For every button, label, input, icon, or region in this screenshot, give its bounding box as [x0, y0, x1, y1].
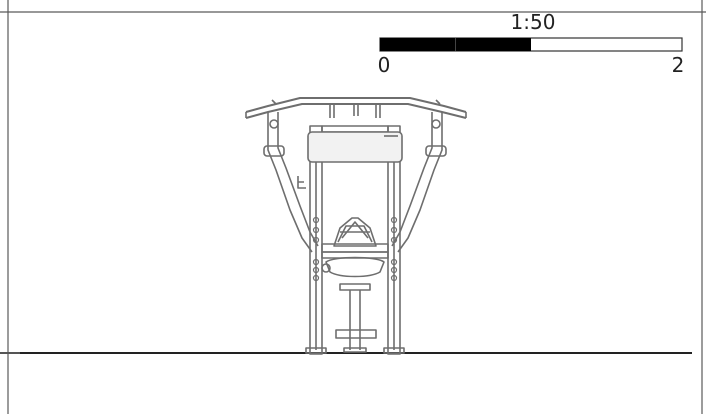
top-crossbar [245, 97, 467, 119]
fitness-station [245, 97, 467, 355]
seat-assembly [321, 217, 389, 259]
scale-ratio-label: 1:50 [511, 10, 556, 34]
right-bolt [431, 119, 441, 129]
scale-start-label: 0 [378, 53, 391, 77]
scale-bar: 1:50 0 2 [378, 10, 685, 77]
right-hand-grip [425, 145, 447, 157]
back-pad [307, 131, 403, 163]
adjustment-holes [312, 216, 398, 282]
scale-end-label: 2 [672, 53, 685, 77]
left-hand-grip [263, 145, 285, 157]
main-frame [309, 125, 401, 355]
left-arm [263, 112, 319, 253]
base-plates [305, 347, 405, 354]
left-bolt [269, 119, 279, 129]
right-arm [391, 112, 447, 253]
lower-mechanism [321, 256, 385, 353]
